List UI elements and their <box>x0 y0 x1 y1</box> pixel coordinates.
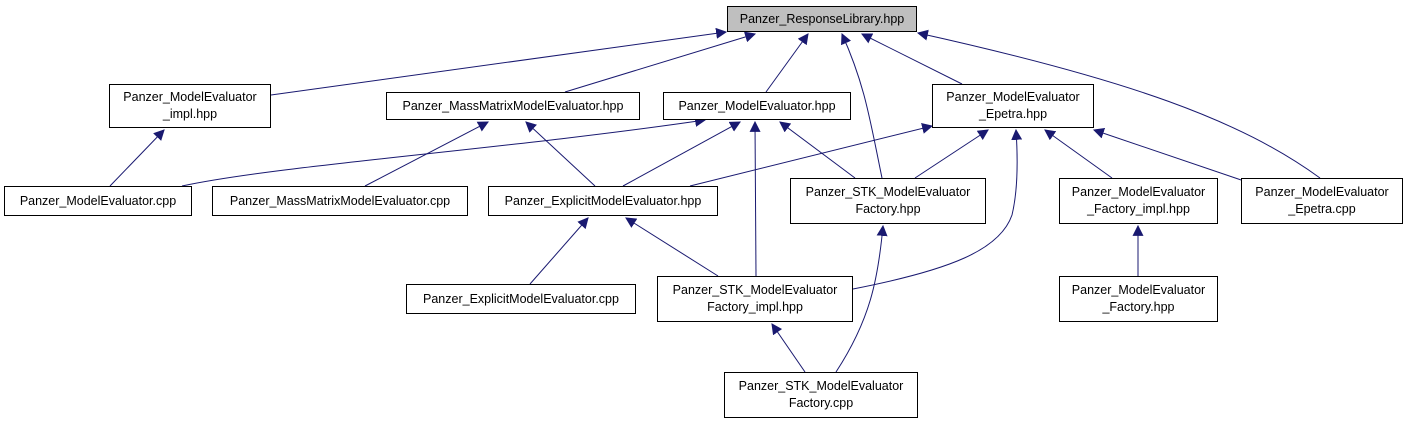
edge-model-evaluator-epetra-cpp-to-response-library-hpp <box>916 29 1321 179</box>
edge-stk-model-evaluator-factory-impl-hpp-to-explicit-model-evaluator-hpp <box>625 217 719 277</box>
node-explicit-model-evaluator-cpp[interactable]: Panzer_ExplicitModelEvaluator.cpp <box>406 284 636 314</box>
edge-stk-model-evaluator-factory-impl-hpp-to-model-evaluator-epetra-hpp <box>852 128 1023 290</box>
node-model-evaluator-hpp[interactable]: Panzer_ModelEvaluator.hpp <box>663 92 851 120</box>
edge-model-evaluator-epetra-hpp-to-response-library-hpp <box>861 33 963 85</box>
node-model-evaluator-epetra-hpp[interactable]: Panzer_ModelEvaluator _Epetra.hpp <box>932 84 1094 128</box>
node-stk-model-evaluator-factory-hpp[interactable]: Panzer_STK_ModelEvaluator Factory.hpp <box>790 178 986 224</box>
node-mass-matrix-model-evaluator-hpp[interactable]: Panzer_MassMatrixModelEvaluator.hpp <box>386 92 640 120</box>
node-model-evaluator-impl-hpp[interactable]: Panzer_ModelEvaluator _impl.hpp <box>109 84 271 128</box>
node-explicit-model-evaluator-hpp[interactable]: Panzer_ExplicitModelEvaluator.hpp <box>488 186 718 216</box>
edge-model-evaluator-hpp-to-response-library-hpp <box>765 33 809 93</box>
node-stk-model-evaluator-factory-impl-hpp[interactable]: Panzer_STK_ModelEvaluator Factory_impl.h… <box>657 276 853 322</box>
edge-mass-matrix-model-evaluator-hpp-to-response-library-hpp <box>564 31 757 93</box>
edge-explicit-model-evaluator-hpp-to-model-evaluator-epetra-hpp <box>689 123 934 187</box>
node-response-library-hpp[interactable]: Panzer_ResponseLibrary.hpp <box>727 6 917 32</box>
node-model-evaluator-epetra-cpp[interactable]: Panzer_ModelEvaluator _Epetra.cpp <box>1241 178 1403 224</box>
edge-stk-model-evaluator-factory-hpp-to-response-library-hpp <box>841 32 883 179</box>
edge-model-evaluator-factory-impl-hpp-to-model-evaluator-epetra-hpp <box>1044 129 1113 179</box>
node-stk-model-evaluator-factory-cpp[interactable]: Panzer_STK_ModelEvaluator Factory.cpp <box>724 372 918 418</box>
edge-stk-model-evaluator-factory-cpp-to-stk-model-evaluator-factory-hpp <box>835 224 888 373</box>
node-mass-matrix-model-evaluator-cpp[interactable]: Panzer_MassMatrixModelEvaluator.cpp <box>212 186 468 216</box>
edge-explicit-model-evaluator-hpp-to-model-evaluator-hpp <box>622 121 741 187</box>
node-model-evaluator-factory-hpp[interactable]: Panzer_ModelEvaluator _Factory.hpp <box>1059 276 1218 322</box>
edge-model-evaluator-epetra-cpp-to-model-evaluator-epetra-hpp <box>1092 127 1251 184</box>
edge-explicit-model-evaluator-cpp-to-explicit-model-evaluator-hpp <box>529 217 589 285</box>
edge-stk-model-evaluator-factory-cpp-to-stk-model-evaluator-factory-impl-hpp <box>771 323 806 373</box>
edge-explicit-model-evaluator-hpp-to-mass-matrix-model-evaluator-hpp <box>525 121 596 187</box>
edge-model-evaluator-cpp-to-model-evaluator-hpp <box>181 115 707 187</box>
node-model-evaluator-factory-impl-hpp[interactable]: Panzer_ModelEvaluator _Factory_impl.hpp <box>1059 178 1218 224</box>
edge-stk-model-evaluator-factory-impl-hpp-to-model-evaluator-hpp <box>749 120 761 277</box>
node-model-evaluator-cpp[interactable]: Panzer_ModelEvaluator.cpp <box>4 186 192 216</box>
edge-stk-model-evaluator-factory-hpp-to-model-evaluator-hpp <box>779 121 856 179</box>
edge-model-evaluator-cpp-to-model-evaluator-impl-hpp <box>109 129 165 187</box>
edge-model-evaluator-impl-hpp-to-response-library-hpp <box>270 27 728 96</box>
edge-stk-model-evaluator-factory-hpp-to-model-evaluator-epetra-hpp <box>914 129 989 179</box>
edge-mass-matrix-model-evaluator-cpp-to-mass-matrix-model-evaluator-hpp <box>364 121 489 187</box>
